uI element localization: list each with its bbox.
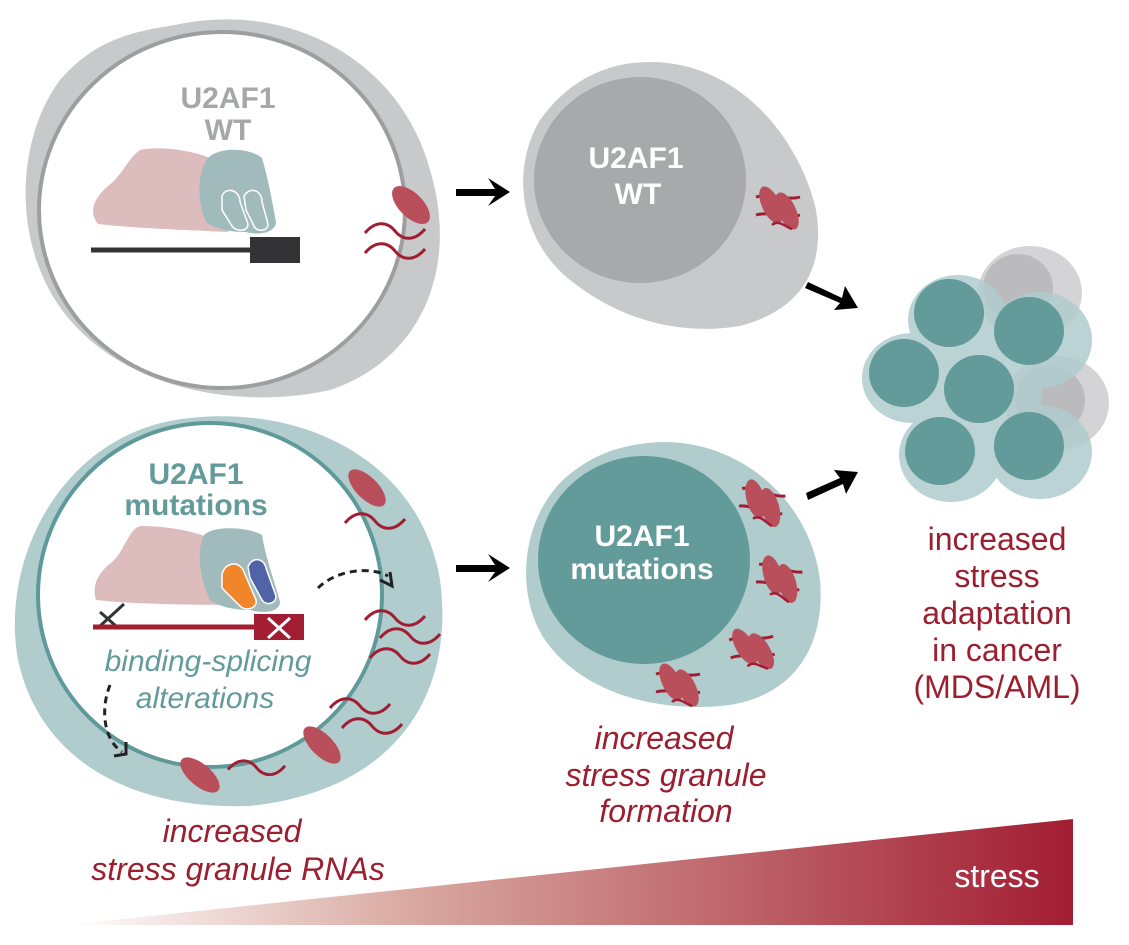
teal-nucleus: [905, 417, 975, 485]
stress-gradient: stress: [65, 819, 1073, 925]
export-arrowhead-icon: [379, 571, 394, 589]
export-arrowhead-icon: [113, 742, 128, 758]
caption-right: increased stress adaptation in cancer (M…: [913, 521, 1080, 705]
teal-nucleus: [994, 297, 1064, 365]
wt-stressed-title-line1: U2AF1: [588, 142, 683, 175]
splice-block-x-icon: [266, 616, 292, 640]
caption-right-line5: (MDS/AML): [913, 669, 1080, 705]
exon-box: [250, 237, 300, 263]
mutant-stressed-cell: U2AF1 mutations: [526, 441, 821, 712]
teal-nucleus: [994, 412, 1064, 480]
mutant-stressed-title-line1: U2AF1: [594, 520, 689, 553]
teal-nucleus: [869, 339, 939, 407]
wt-title-line1: U2AF1: [180, 82, 275, 115]
mutant-cell: U2AF1 mutations binding-splicing alterat…: [14, 416, 443, 807]
caption-left: increased stress granule RNAs: [91, 813, 384, 887]
stress-gradient-wedge: [65, 819, 1073, 925]
teal-nucleus: [944, 355, 1014, 423]
zinc-finger-icon: [221, 189, 249, 231]
mutated-domain-orange-icon: [221, 563, 257, 610]
binding-block-x-icon: [98, 602, 126, 628]
caption-middle-line3: formation: [599, 793, 732, 829]
caption-right-line2: stress: [954, 558, 1039, 594]
mutant-stressed-title-line2: mutations: [570, 553, 713, 586]
pink-protein-icon: [94, 526, 230, 605]
teal-nucleus: [914, 279, 984, 347]
wt-stressed-cell: U2AF1 WT: [523, 62, 819, 329]
caption-middle-line1: increased: [595, 720, 735, 756]
arrow-icon: [805, 282, 858, 310]
wt-stressed-title-line2: WT: [615, 178, 662, 211]
wt-title-line2: WT: [205, 114, 252, 147]
u2af1-protein-icon: [199, 149, 276, 234]
mutant-title-line1: U2AF1: [148, 458, 243, 491]
caption-right-line3: adaptation: [922, 595, 1071, 631]
mutant-subtitle-line2: alterations: [136, 682, 274, 715]
caption-left-line1: increased: [163, 813, 303, 849]
granule-icon: [180, 757, 220, 793]
export-arrow-icon: [103, 684, 123, 754]
stress-label: stress: [954, 858, 1039, 894]
caption-middle-line2: stress granule: [566, 757, 767, 793]
caption-right-line4: in cancer: [932, 632, 1062, 668]
mutated-domain-blue-icon: [247, 558, 277, 605]
granule-icon: [348, 469, 386, 507]
caption-left-line2: stress granule RNAs: [91, 851, 384, 887]
wt-stressed-nucleus: [534, 77, 746, 283]
wt-cell: U2AF1 WT: [25, 19, 440, 398]
pink-protein-icon: [93, 148, 228, 232]
mutant-title-line2: mutations: [124, 489, 267, 522]
export-arrow-icon: [316, 569, 389, 590]
caption-middle: increased stress granule formation: [566, 720, 767, 829]
arrow-icon: [806, 470, 858, 500]
granule-icon: [303, 726, 341, 764]
mutant-stressed-nucleus: [538, 456, 750, 664]
cancer-cell-cluster: [862, 246, 1109, 502]
zinc-finger-icon: [243, 189, 269, 231]
caption-right-line1: increased: [928, 521, 1067, 557]
granule-icon: [392, 186, 430, 224]
mutant-subtitle-line1: binding-splicing: [105, 645, 312, 678]
arrow-icon: [456, 554, 510, 582]
arrow-icon: [456, 178, 510, 206]
